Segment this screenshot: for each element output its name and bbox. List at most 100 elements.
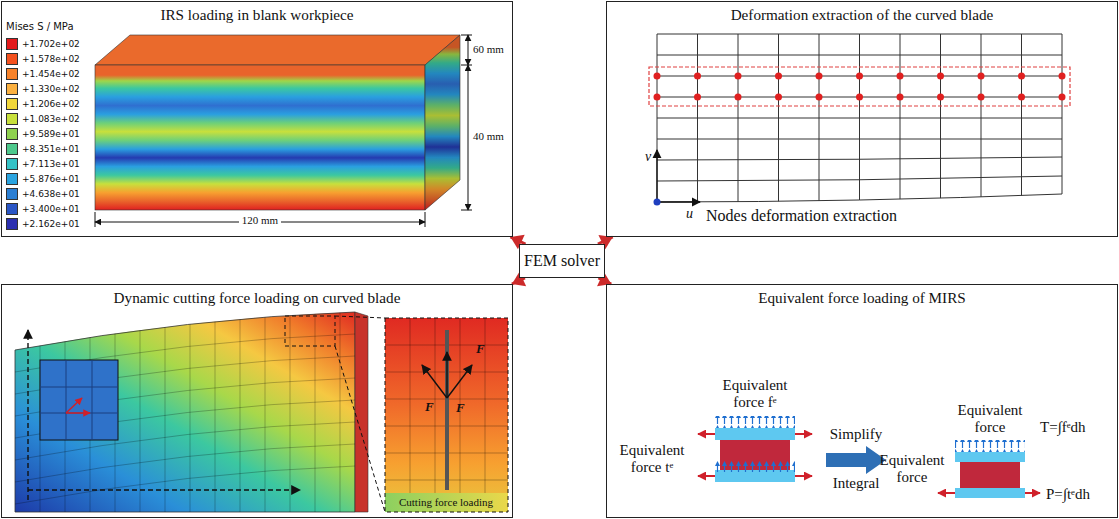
zoom-patch-grid <box>40 360 118 440</box>
axis-label: u <box>686 206 693 222</box>
step-label: Integral <box>833 475 880 492</box>
panel-title: IRS loading in blank workpiece <box>2 5 512 25</box>
legend-swatch <box>6 218 18 230</box>
panel-box: Dynamic cutting force loading on curved … <box>1 284 513 518</box>
inset-field <box>385 318 508 512</box>
legend-value: +1.454e+02 <box>22 68 80 80</box>
axis-arrows <box>654 150 701 206</box>
legend-swatch <box>6 38 18 50</box>
dimension-lines <box>461 65 472 66</box>
legend-swatch <box>6 188 18 200</box>
simplify-arrow <box>826 446 886 474</box>
legend-row: +1.578e+02 <box>6 51 80 66</box>
extracted-nodes <box>735 73 742 80</box>
legend-value: +3.400e+01 <box>22 203 80 215</box>
force-symbol: F <box>476 342 485 357</box>
axis-arrows <box>657 201 700 202</box>
force-label: Equivalent force fᵉ <box>713 377 797 412</box>
legend-swatch <box>6 83 18 95</box>
extracted-nodes <box>937 94 944 101</box>
legend-row: +7.113e+01 <box>6 156 80 171</box>
extracted-nodes <box>1018 94 1025 101</box>
legend-row: +1.702e+02 <box>6 36 80 51</box>
legend-value: +7.113e+01 <box>22 158 80 170</box>
patch-arrow <box>66 398 82 413</box>
legend-swatch <box>6 113 18 125</box>
dimension-lines <box>425 212 426 227</box>
legend-row: +3.400e+01 <box>6 201 80 216</box>
extracted-nodes <box>735 94 742 101</box>
dimension-lines <box>95 35 472 227</box>
patch-arrow <box>66 412 90 414</box>
step-label: Simplify <box>830 426 883 443</box>
extracted-nodes <box>897 73 904 80</box>
extracted-nodes <box>978 73 985 80</box>
extracted-nodes <box>816 73 823 80</box>
legend-value: +1.206e+02 <box>22 98 80 110</box>
force-arrow <box>422 365 447 398</box>
legend-row: +1.206e+02 <box>6 96 80 111</box>
panel-box: Deformation extraction of the curved bla… <box>606 1 1118 237</box>
inset-label: Cutting force loading <box>399 496 493 509</box>
legend-row: +1.330e+02 <box>6 81 80 96</box>
mirs-layer-right <box>938 440 1040 498</box>
force-symbol: F <box>456 401 465 416</box>
force-arrow <box>446 352 447 398</box>
dimension-lines <box>461 210 472 211</box>
extracted-nodes <box>654 94 661 101</box>
legend-swatch <box>6 98 18 110</box>
dashed-axis <box>27 330 28 500</box>
legend-value: +5.876e+01 <box>22 173 80 185</box>
legend-row: +8.351e+01 <box>6 141 80 156</box>
legend-value: +1.330e+02 <box>22 83 80 95</box>
panel-title: Deformation extraction of the curved bla… <box>607 5 1117 25</box>
legend-value: +1.578e+02 <box>22 53 80 65</box>
legend-swatch <box>6 143 18 155</box>
dimension-lines <box>468 65 469 210</box>
inset-mesh <box>385 318 508 493</box>
irs-block <box>95 35 460 210</box>
axis-label: v <box>645 149 651 165</box>
extracted-nodes <box>856 73 863 80</box>
mirs-layer-right <box>955 452 1025 462</box>
dashed-axis <box>28 489 300 490</box>
legend-swatch <box>6 173 18 185</box>
legend-value: +1.702e+02 <box>22 38 80 50</box>
legend-swatch <box>6 128 18 140</box>
legend-value: +4.638e+01 <box>22 188 80 200</box>
panel-title: Equivalent force loading of MIRS <box>607 288 1117 308</box>
legend-value: +1.083e+02 <box>22 113 80 125</box>
legend-row: +1.454e+02 <box>6 66 80 81</box>
legend-row: +2.162e+01 <box>6 216 80 231</box>
mirs-layer-left <box>715 460 795 472</box>
zoom-leader <box>335 346 385 512</box>
force-label: Equivalent force <box>878 452 946 487</box>
blade-face <box>15 312 355 512</box>
zoom-box <box>285 316 335 346</box>
inset-frame <box>385 318 508 512</box>
extracted-nodes <box>978 94 985 101</box>
block-top-face <box>95 35 460 65</box>
legend-title: Mises S / MPa <box>6 21 74 33</box>
formula: P=∫tᵉdh <box>1046 486 1090 503</box>
mirs-layer-left <box>698 416 812 482</box>
legend-swatch <box>6 53 18 65</box>
legend-value: +2.162e+01 <box>22 218 80 230</box>
extracted-nodes <box>694 73 701 80</box>
zoom-patch <box>40 360 118 440</box>
legend-row: +1.083e+02 <box>6 111 80 126</box>
blade-mesh <box>15 334 355 504</box>
extracted-nodes <box>937 73 944 80</box>
blade-mesh-grid <box>657 34 1062 202</box>
extracted-nodes <box>1059 94 1066 101</box>
extracted-nodes <box>816 94 823 101</box>
dimension: 40 mm <box>473 130 504 143</box>
legend-swatch <box>6 68 18 80</box>
blade-mesh <box>15 300 355 512</box>
legend-row: +5.876e+01 <box>6 171 80 186</box>
zoom-leader <box>335 316 385 318</box>
force-label: Equivalent force tᵉ <box>610 442 694 477</box>
axis-arrows <box>656 150 657 202</box>
blade-side <box>355 312 368 512</box>
block-side-face <box>425 35 460 210</box>
